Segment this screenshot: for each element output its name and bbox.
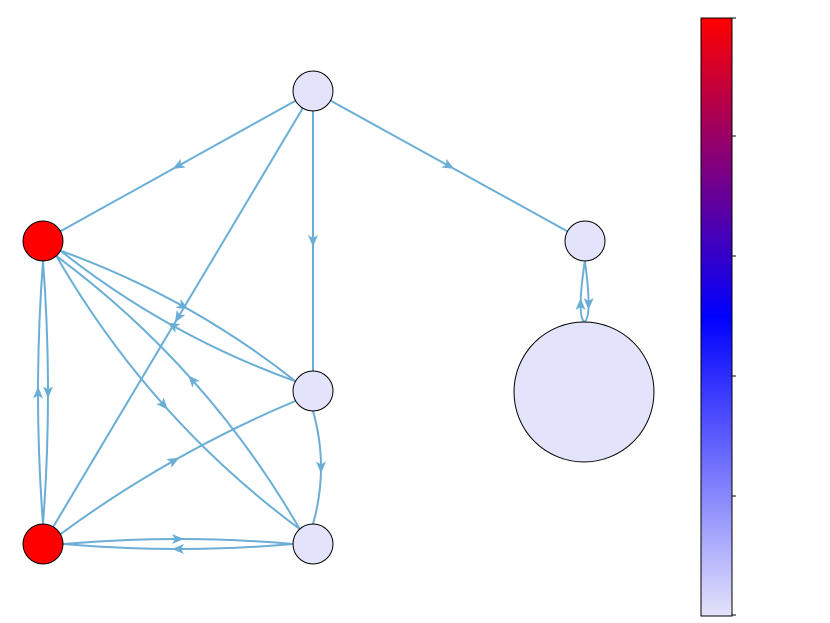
- edge-arrowhead: [166, 457, 180, 468]
- edge-arrowhead: [174, 309, 186, 323]
- graph-edge: [55, 255, 301, 530]
- graph-node: [292, 70, 334, 112]
- edge-arrowhead: [188, 375, 200, 388]
- graph-node: [513, 321, 655, 463]
- edge-arrowhead: [175, 299, 189, 310]
- edge-arrowhead: [156, 397, 168, 410]
- graph-node: [564, 220, 606, 262]
- colorbar: [700, 17, 736, 617]
- graph-node: [22, 523, 64, 565]
- edge-arrowhead: [172, 158, 186, 169]
- graph-node: [22, 220, 64, 262]
- edge-arrowhead: [43, 386, 53, 399]
- graph-node: [292, 370, 334, 412]
- edge-arrowhead: [441, 158, 455, 169]
- edge-arrowhead: [316, 461, 326, 474]
- edge-arrowhead: [583, 297, 594, 311]
- graph-edge: [583, 260, 590, 323]
- colorbar-ticks: [732, 17, 736, 616]
- graph-edge: [55, 255, 301, 530]
- colorbar-gradient: [700, 17, 733, 617]
- edge-arrowhead: [172, 534, 184, 544]
- graph-node: [292, 523, 334, 565]
- graph-edge: [579, 260, 586, 323]
- edge-arrowhead: [167, 322, 181, 333]
- nodes-layer: [22, 70, 655, 565]
- edge-arrowhead: [172, 544, 184, 554]
- edge-arrowhead: [308, 235, 318, 247]
- edge-arrowhead: [575, 297, 586, 311]
- edges-layer: [33, 99, 594, 554]
- edge-arrowhead: [33, 386, 43, 399]
